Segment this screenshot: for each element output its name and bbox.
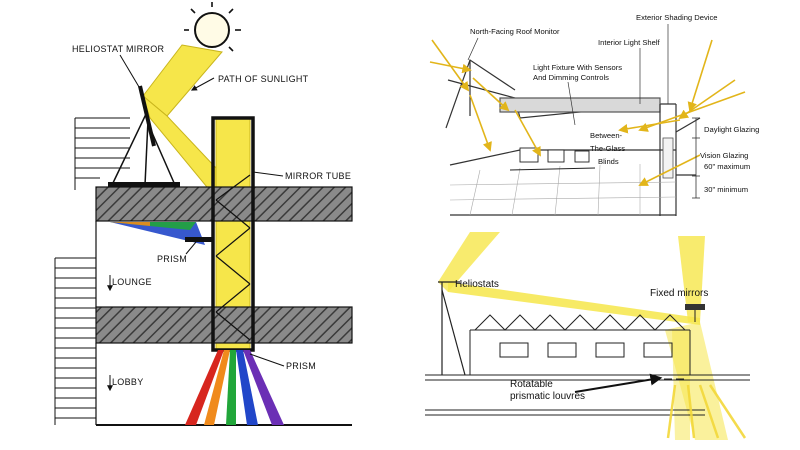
label-daylight-glazing: Daylight Glazing xyxy=(704,125,759,134)
label-mirror-tube: MIRROR TUBE xyxy=(285,171,351,181)
label-lobby: LOBBY xyxy=(112,377,144,387)
label-prism-upper: PRISM xyxy=(157,254,187,264)
label-light-fixture-2: And Dimming Controls xyxy=(533,73,609,82)
label-heliostats: Heliostats xyxy=(455,279,499,290)
prism-upper xyxy=(110,222,213,245)
label-between-3: Blinds xyxy=(598,157,619,166)
label-lounge: LOUNGE xyxy=(112,277,152,287)
label-vision-1: Vision Glazing xyxy=(700,151,748,160)
between-glass-blinds xyxy=(662,137,674,179)
label-fixed-mirrors: Fixed mirrors xyxy=(650,288,708,299)
label-path-of-sunlight: PATH OF SUNLIGHT xyxy=(218,74,309,84)
panel-daylighting-section: North-Facing Roof Monitor Exterior Shadi… xyxy=(429,13,759,216)
label-interior-light-shelf: Interior Light Shelf xyxy=(598,38,661,47)
sun-icon xyxy=(184,2,241,58)
label-between-1: Between- xyxy=(590,131,623,140)
label-louvres-2: prismatic louvres xyxy=(510,391,585,402)
label-prism-lower: PRISM xyxy=(286,361,316,371)
daylight-rays xyxy=(429,39,746,186)
roof-sunlight-beams xyxy=(438,232,728,440)
label-roof-monitor: North-Facing Roof Monitor xyxy=(470,27,560,36)
panel-heliostat-roof: Heliostats Fixed mirrors Rotatable prism… xyxy=(425,232,750,440)
label-louvres-1: Rotatable xyxy=(510,379,553,390)
label-vision-2: 60" maximum xyxy=(704,162,750,171)
building-outline xyxy=(54,117,130,425)
floor-slab-lower xyxy=(95,306,353,344)
spectrum-beams xyxy=(185,350,284,425)
label-light-fixture-1: Light Fixture With Sensors xyxy=(533,63,622,72)
floor-slab-upper xyxy=(95,186,353,222)
fixed-mirror xyxy=(685,304,705,310)
label-between-2: The-Glass xyxy=(590,144,625,153)
panel-heliostat-section: HELIOSTAT MIRROR PATH OF SUNLIGHT MIRROR… xyxy=(54,2,353,426)
heliostat-mirror xyxy=(108,85,180,187)
label-30-minimum: 30" minimum xyxy=(704,185,748,194)
label-exterior-shading: Exterior Shading Device xyxy=(636,13,717,22)
heliostat-mast xyxy=(438,281,466,376)
label-heliostat-mirror: HELIOSTAT MIRROR xyxy=(72,44,165,54)
